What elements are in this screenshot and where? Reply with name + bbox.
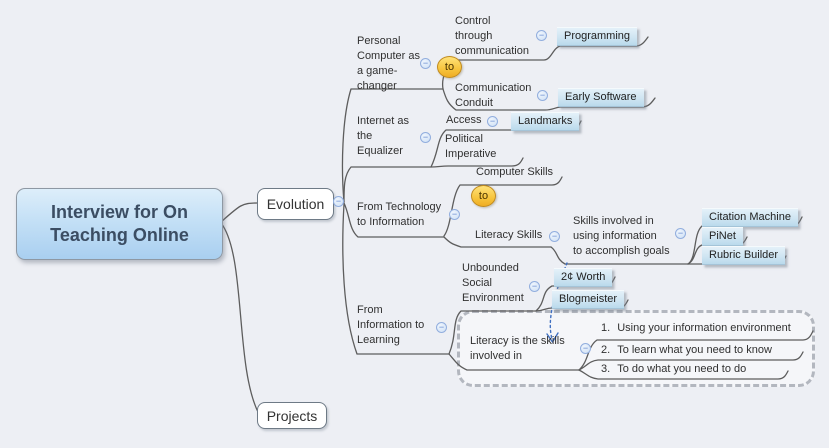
boundary-group[interactable]	[457, 310, 815, 387]
topic-personal-computer[interactable]: Personal Computer as a game- changer	[357, 35, 420, 92]
topic-access[interactable]: Access	[446, 114, 482, 126]
edge-from-technology	[343, 202, 445, 238]
edge-unbounded-social	[448, 310, 537, 355]
edge-list-item-1	[578, 330, 814, 371]
topic-list-item-3[interactable]: 3. To do what you need to do	[601, 362, 746, 377]
topic-control-communication[interactable]: Control through communication	[455, 15, 529, 57]
minus-glyph: −	[422, 58, 429, 68]
relationship-label-to-2[interactable]: to	[471, 185, 496, 207]
collapse-icon-from-technology[interactable]: −	[449, 209, 460, 220]
minus-glyph: −	[422, 132, 429, 142]
topic-internet-equalizer[interactable]: Internet as the Equalizer	[357, 115, 409, 157]
topic-literacy-is-skills[interactable]: Literacy is the skills involved in	[470, 335, 565, 362]
topic-skills-involved[interactable]: Skills involved in using information to …	[573, 215, 670, 257]
relationship-arrowhead	[546, 332, 559, 343]
minus-glyph: −	[335, 196, 342, 206]
list-item-number: 2.	[601, 344, 611, 356]
list-item-text: To do what you need to do	[617, 363, 747, 375]
list-item-number: 1.	[601, 322, 611, 334]
root-topic[interactable]: Interview for On Teaching Online	[16, 188, 223, 260]
branch-projects[interactable]: Projects	[257, 402, 327, 429]
branch-evolution[interactable]: Evolution	[257, 188, 334, 220]
topic-list-item-2[interactable]: 2. To learn what you need to know	[601, 343, 772, 358]
topic-citation-machine[interactable]: Citation Machine	[702, 208, 798, 227]
topic-programming[interactable]: Programming	[557, 27, 638, 46]
list-item-text: Using your information environment	[617, 322, 791, 334]
topic-two-cents-worth[interactable]: 2¢ Worth	[554, 268, 613, 287]
topic-rubric-builder[interactable]: Rubric Builder	[702, 246, 786, 265]
relationship-label-to-1[interactable]: to	[437, 56, 462, 78]
topic-landmarks[interactable]: Landmarks	[511, 112, 580, 131]
topic-political-imperative[interactable]: Political Imperative	[445, 133, 497, 160]
collapse-icon-literacy-skills[interactable]: −	[549, 231, 560, 242]
topic-early-software[interactable]: Early Software	[558, 88, 644, 107]
edge-skills-involved	[550, 246, 689, 265]
minus-glyph: −	[538, 30, 545, 40]
minus-glyph: −	[582, 343, 589, 353]
edge-literacy-is-skills	[448, 353, 580, 371]
edge-list-item-3	[578, 369, 789, 380]
collapse-icon-communication-conduit[interactable]: −	[537, 90, 548, 101]
topic-pinet[interactable]: PiNet	[702, 227, 743, 246]
topic-from-information[interactable]: From Information to Learning	[357, 304, 425, 346]
edge-root-projects	[220, 222, 259, 413]
topic-communication-conduit[interactable]: Communication Conduit	[455, 82, 532, 109]
topic-blogmeister[interactable]: Blogmeister	[552, 290, 625, 309]
collapse-icon-control-communication[interactable]: −	[536, 30, 547, 41]
edge-list-item-2	[578, 351, 804, 371]
edge-internet-political	[343, 157, 524, 203]
minus-glyph: −	[489, 116, 496, 126]
list-item-number: 3.	[601, 363, 611, 375]
collapse-icon-unbounded-social[interactable]: −	[529, 281, 540, 292]
edge-literacy-skills	[443, 236, 552, 248]
minus-glyph: −	[531, 281, 538, 291]
minus-glyph: −	[451, 209, 458, 219]
edge-conduit-earlysoftware	[442, 88, 656, 111]
minus-glyph: −	[677, 228, 684, 238]
collapse-icon-internet-equalizer[interactable]: −	[420, 132, 431, 143]
topic-list-item-1[interactable]: 1. Using your information environment	[601, 321, 791, 336]
collapse-icon-access[interactable]: −	[487, 116, 498, 127]
edge-computer-skills	[443, 176, 563, 237]
topic-unbounded-social[interactable]: Unbounded Social Environment	[462, 262, 524, 304]
collapse-icon-evolution[interactable]: −	[333, 196, 344, 207]
edge-root-evolution	[220, 202, 258, 223]
minus-glyph: −	[438, 322, 445, 332]
collapse-icon-skills-involved[interactable]: −	[675, 228, 686, 239]
collapse-icon-personal-computer[interactable]: −	[420, 58, 431, 69]
collapse-icon-from-information[interactable]: −	[436, 322, 447, 333]
minus-glyph: −	[539, 90, 546, 100]
topic-literacy-skills[interactable]: Literacy Skills	[475, 229, 543, 241]
topic-from-technology[interactable]: From Technology to Information	[357, 201, 442, 228]
edge-personal-computer	[341, 88, 444, 203]
edge-from-information	[342, 203, 450, 355]
list-item-text: To learn what you need to know	[617, 344, 772, 356]
minus-glyph: −	[551, 231, 558, 241]
collapse-icon-literacy-is-skills[interactable]: −	[580, 343, 591, 354]
topic-computer-skills[interactable]: Computer Skills	[476, 166, 554, 178]
